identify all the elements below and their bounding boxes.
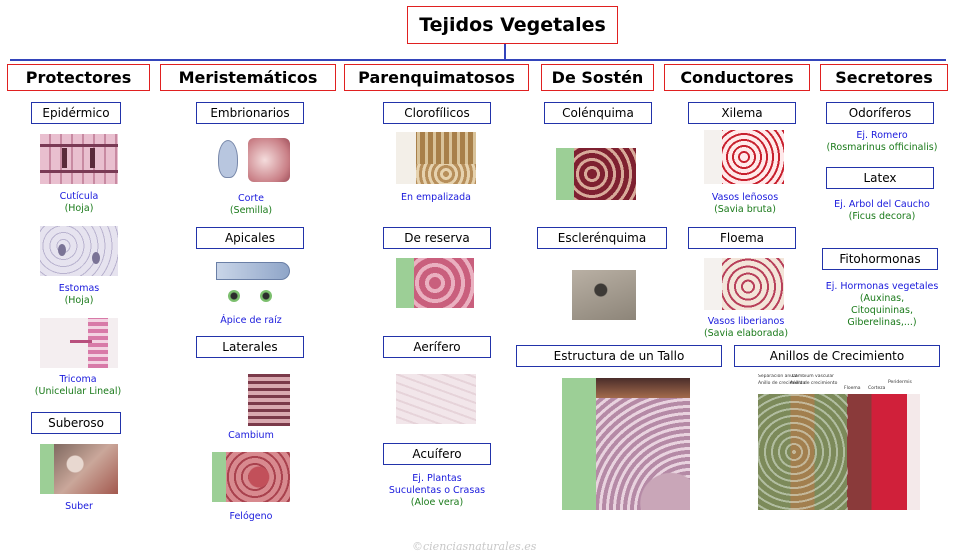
- caption-caucho: Ej. Arbol del Caucho (Ficus decora): [812, 199, 952, 223]
- category-conductores: Conductores: [664, 64, 810, 91]
- caption-felogeno: Felógeno: [206, 511, 296, 523]
- caption-acuifero-note: (Aloe vera): [410, 497, 464, 508]
- caption-estomas: Estomas (Hoja): [40, 283, 118, 307]
- caption-cuticula: Cutícula (Hoja): [40, 191, 118, 215]
- caption-caucho-note: (Ficus decora): [848, 211, 916, 222]
- caption-vasos-lenosos-note: (Savia bruta): [714, 204, 776, 215]
- anillos-label-floema: Floema: [844, 386, 861, 391]
- aerifero-micrograph: [396, 374, 476, 424]
- category-protectores: Protectores: [7, 64, 150, 91]
- reserva-micrograph: [396, 258, 474, 308]
- category-parenquimatosos: Parenquimatosos: [344, 64, 529, 91]
- caption-corte-note: (Semilla): [229, 205, 273, 216]
- felogeno-micrograph: [212, 452, 290, 502]
- caption-suber-name: Suber: [65, 501, 93, 512]
- anillos-label-peridermis: Peridermis: [888, 380, 912, 385]
- caption-corte: Corte (Semilla): [206, 193, 296, 217]
- category-sosten: De Sostén: [541, 64, 654, 91]
- subtype-latex: Latex: [826, 167, 934, 189]
- caption-tricoma: Tricoma (Unicelular Lineal): [22, 374, 134, 398]
- caption-romero-example: Ej. Romero: [856, 130, 908, 141]
- subtype-suberoso: Suberoso: [31, 412, 121, 434]
- caption-estomas-name: Estomas: [58, 283, 100, 294]
- anillos-label-cambium: Cambium vascular: [792, 374, 835, 379]
- caption-apice: Ápice de raíz: [206, 315, 296, 327]
- anillos-micrograph: Separación anual Cambium vascular Anillo…: [758, 374, 920, 510]
- suber-micrograph: [40, 444, 118, 494]
- floema-micrograph: [704, 258, 784, 310]
- caption-acuifero-example: Ej. Plantas: [412, 473, 462, 484]
- anillos-label-separacion: Separación anual: [758, 374, 798, 379]
- apice-raiz-image: [212, 258, 292, 308]
- xilema-micrograph: [704, 130, 784, 184]
- caption-cuticula-note: (Hoja): [64, 203, 94, 214]
- subtype-fitohormonas: Fitohormonas: [822, 248, 938, 270]
- subtype-embrionarios: Embrionarios: [196, 102, 304, 124]
- tricoma-micrograph: [40, 318, 118, 368]
- caption-vasos-lenosos-name: Vasos leñosos: [711, 192, 779, 203]
- subtype-epidermico: Epidérmico: [31, 102, 121, 124]
- subtype-apicales: Apicales: [196, 227, 304, 249]
- caption-estomas-note: (Hoja): [64, 295, 94, 306]
- subtype-clorofilicos: Clorofílicos: [383, 102, 491, 124]
- anillos-label-anillo-2: Anillo de crecimiento: [790, 381, 838, 386]
- caption-hormonas: Ej. Hormonas vegetales (Auxinas, Citoqui…: [812, 281, 952, 329]
- subtype-esclerenquima: Esclerénquima: [537, 227, 667, 249]
- caption-hormonas-note-2: Citoquininas,: [851, 305, 913, 316]
- anillos-label-corteza: Corteza: [868, 386, 886, 391]
- subtype-xilema: Xilema: [688, 102, 796, 124]
- caption-felogeno-name: Felógeno: [229, 511, 273, 522]
- caption-hormonas-example: Ej. Hormonas vegetales: [825, 281, 939, 292]
- cambium-micrograph: [248, 374, 290, 426]
- subtype-aerifero: Aerífero: [383, 336, 491, 358]
- anillos-label-anillo-1: Anillo de crecimiento: [758, 381, 806, 386]
- caption-hormonas-note-1: (Auxinas,: [859, 293, 905, 304]
- caption-cambium: Cambium: [206, 430, 296, 442]
- category-secretores: Secretores: [820, 64, 948, 91]
- caption-acuifero-type: Suculentas o Crasas: [388, 485, 486, 496]
- subtype-colenquima: Colénquima: [544, 102, 652, 124]
- page-title: Tejidos Vegetales: [407, 6, 618, 44]
- subtype-acuifero: Acuífero: [383, 443, 491, 465]
- caption-cuticula-name: Cutícula: [59, 191, 99, 202]
- colenquima-micrograph: [556, 148, 636, 200]
- caption-romero: Ej. Romero (Rosmarinus officinalis): [812, 130, 952, 154]
- subtype-estructura-tallo: Estructura de un Tallo: [516, 345, 722, 367]
- caption-hormonas-note-3: Giberelinas,...): [847, 317, 917, 328]
- caption-romero-note: (Rosmarinus officinalis): [826, 142, 938, 153]
- esclerenquima-micrograph: [572, 270, 636, 320]
- category-meristematicos: Meristemáticos: [160, 64, 336, 91]
- cuticula-micrograph: [40, 134, 118, 184]
- caption-suber: Suber: [40, 501, 118, 513]
- caption-cambium-name: Cambium: [228, 430, 274, 441]
- caption-empalizada: En empalizada: [381, 192, 491, 204]
- estomas-micrograph: [40, 226, 118, 276]
- subtype-laterales: Laterales: [196, 336, 304, 358]
- caption-vasos-lenosos: Vasos leñosos (Savia bruta): [690, 192, 800, 216]
- caption-tricoma-note: (Unicelular Lineal): [34, 386, 122, 397]
- caption-empalizada-name: En empalizada: [401, 192, 471, 203]
- caption-acuifero: Ej. Plantas Suculentas o Crasas (Aloe ve…: [381, 473, 493, 509]
- caption-apice-name: Ápice de raíz: [220, 315, 282, 326]
- semilla-image: [212, 134, 290, 186]
- subtype-odoriferos: Odoríferos: [826, 102, 934, 124]
- footer-credit: ©cienciasnaturales.es: [412, 540, 537, 553]
- tallo-micrograph: [562, 378, 690, 510]
- caption-tricoma-name: Tricoma: [59, 374, 97, 385]
- empalizada-micrograph: [396, 132, 476, 184]
- subtype-floema: Floema: [688, 227, 796, 249]
- caption-vasos-liberianos: Vasos liberianos (Savia elaborada): [690, 316, 802, 340]
- subtype-de-reserva: De reserva: [383, 227, 491, 249]
- category-connector-line: [10, 59, 946, 61]
- caption-vasos-liberianos-note: (Savia elaborada): [703, 328, 789, 339]
- subtype-anillos: Anillos de Crecimiento: [734, 345, 940, 367]
- title-connector: [504, 44, 506, 60]
- caption-caucho-example: Ej. Arbol del Caucho: [834, 199, 930, 210]
- caption-corte-name: Corte: [238, 193, 264, 204]
- caption-vasos-liberianos-name: Vasos liberianos: [707, 316, 785, 327]
